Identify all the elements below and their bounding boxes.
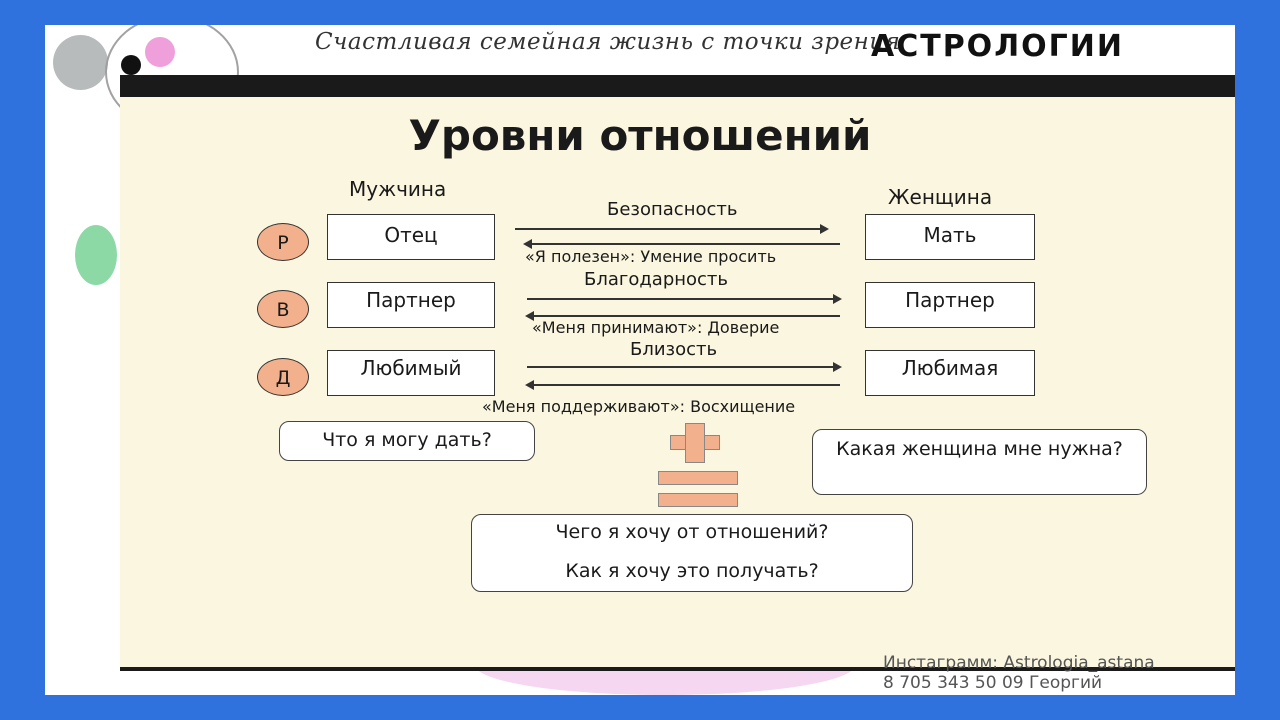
woman-role-box: Мать: [865, 214, 1035, 260]
man-column-label: Мужчина: [349, 177, 447, 201]
result-line-2: Как я хочу это получать?: [565, 560, 819, 582]
header-tagline: Счастливая семейная жизнь с точки зрения: [315, 29, 901, 55]
man-role-box: Любимый: [327, 350, 495, 396]
slide-frame: Счастливая семейная жизнь с точки зрения…: [45, 25, 1235, 695]
back-arrow: [525, 380, 840, 390]
footer-instagram: Инстаграмм: Astrologia_astana: [883, 653, 1155, 673]
man-role-box: Партнер: [327, 282, 495, 328]
forward-label: Безопасность: [607, 199, 738, 220]
splash-decoration-green: [75, 225, 117, 285]
back-arrow: [523, 239, 840, 249]
forward-label: Благодарность: [584, 269, 729, 290]
forward-arrow: [527, 362, 842, 372]
woman-role-box: Любимая: [865, 350, 1035, 396]
level-circle-v: В: [257, 290, 309, 328]
question-left-box: Что я могу дать?: [279, 421, 535, 461]
plus-sign-vertical: [685, 423, 705, 463]
back-label: «Я полезен»: Умение просить: [525, 247, 777, 266]
equals-sign-bottom: [658, 493, 738, 507]
forward-arrow: [527, 294, 842, 304]
question-right-box: Какая женщина мне нужна?: [812, 429, 1147, 495]
back-label: «Меня принимают»: Доверие: [532, 318, 780, 337]
result-box: Чего я хочу от отношений? Как я хочу это…: [471, 514, 913, 592]
forward-arrow: [515, 224, 829, 234]
equals-sign-top: [658, 471, 738, 485]
footer-phone: 8 705 343 50 09 Георгий: [883, 673, 1103, 693]
splash-decoration-pink: [145, 37, 175, 67]
back-arrow: [525, 311, 840, 321]
man-role-box: Отец: [327, 214, 495, 260]
woman-column-label: Женщина: [888, 185, 993, 209]
result-line-1: Чего я хочу от отношений?: [555, 521, 829, 543]
back-label: «Меня поддерживают»: Восхищение: [482, 397, 796, 416]
splash-decoration-gray: [53, 35, 108, 90]
forward-label: Близость: [630, 339, 718, 360]
question-right-text: Какая женщина мне нужна?: [836, 438, 1123, 460]
splash-decoration-black: [121, 55, 141, 75]
level-circle-r: Р: [257, 223, 309, 261]
slide-title: Уровни отношений: [408, 111, 872, 160]
woman-role-box: Партнер: [865, 282, 1035, 328]
header-brand: АСТРОЛОГИИ: [871, 29, 1124, 64]
level-circle-d: Д: [257, 358, 309, 396]
